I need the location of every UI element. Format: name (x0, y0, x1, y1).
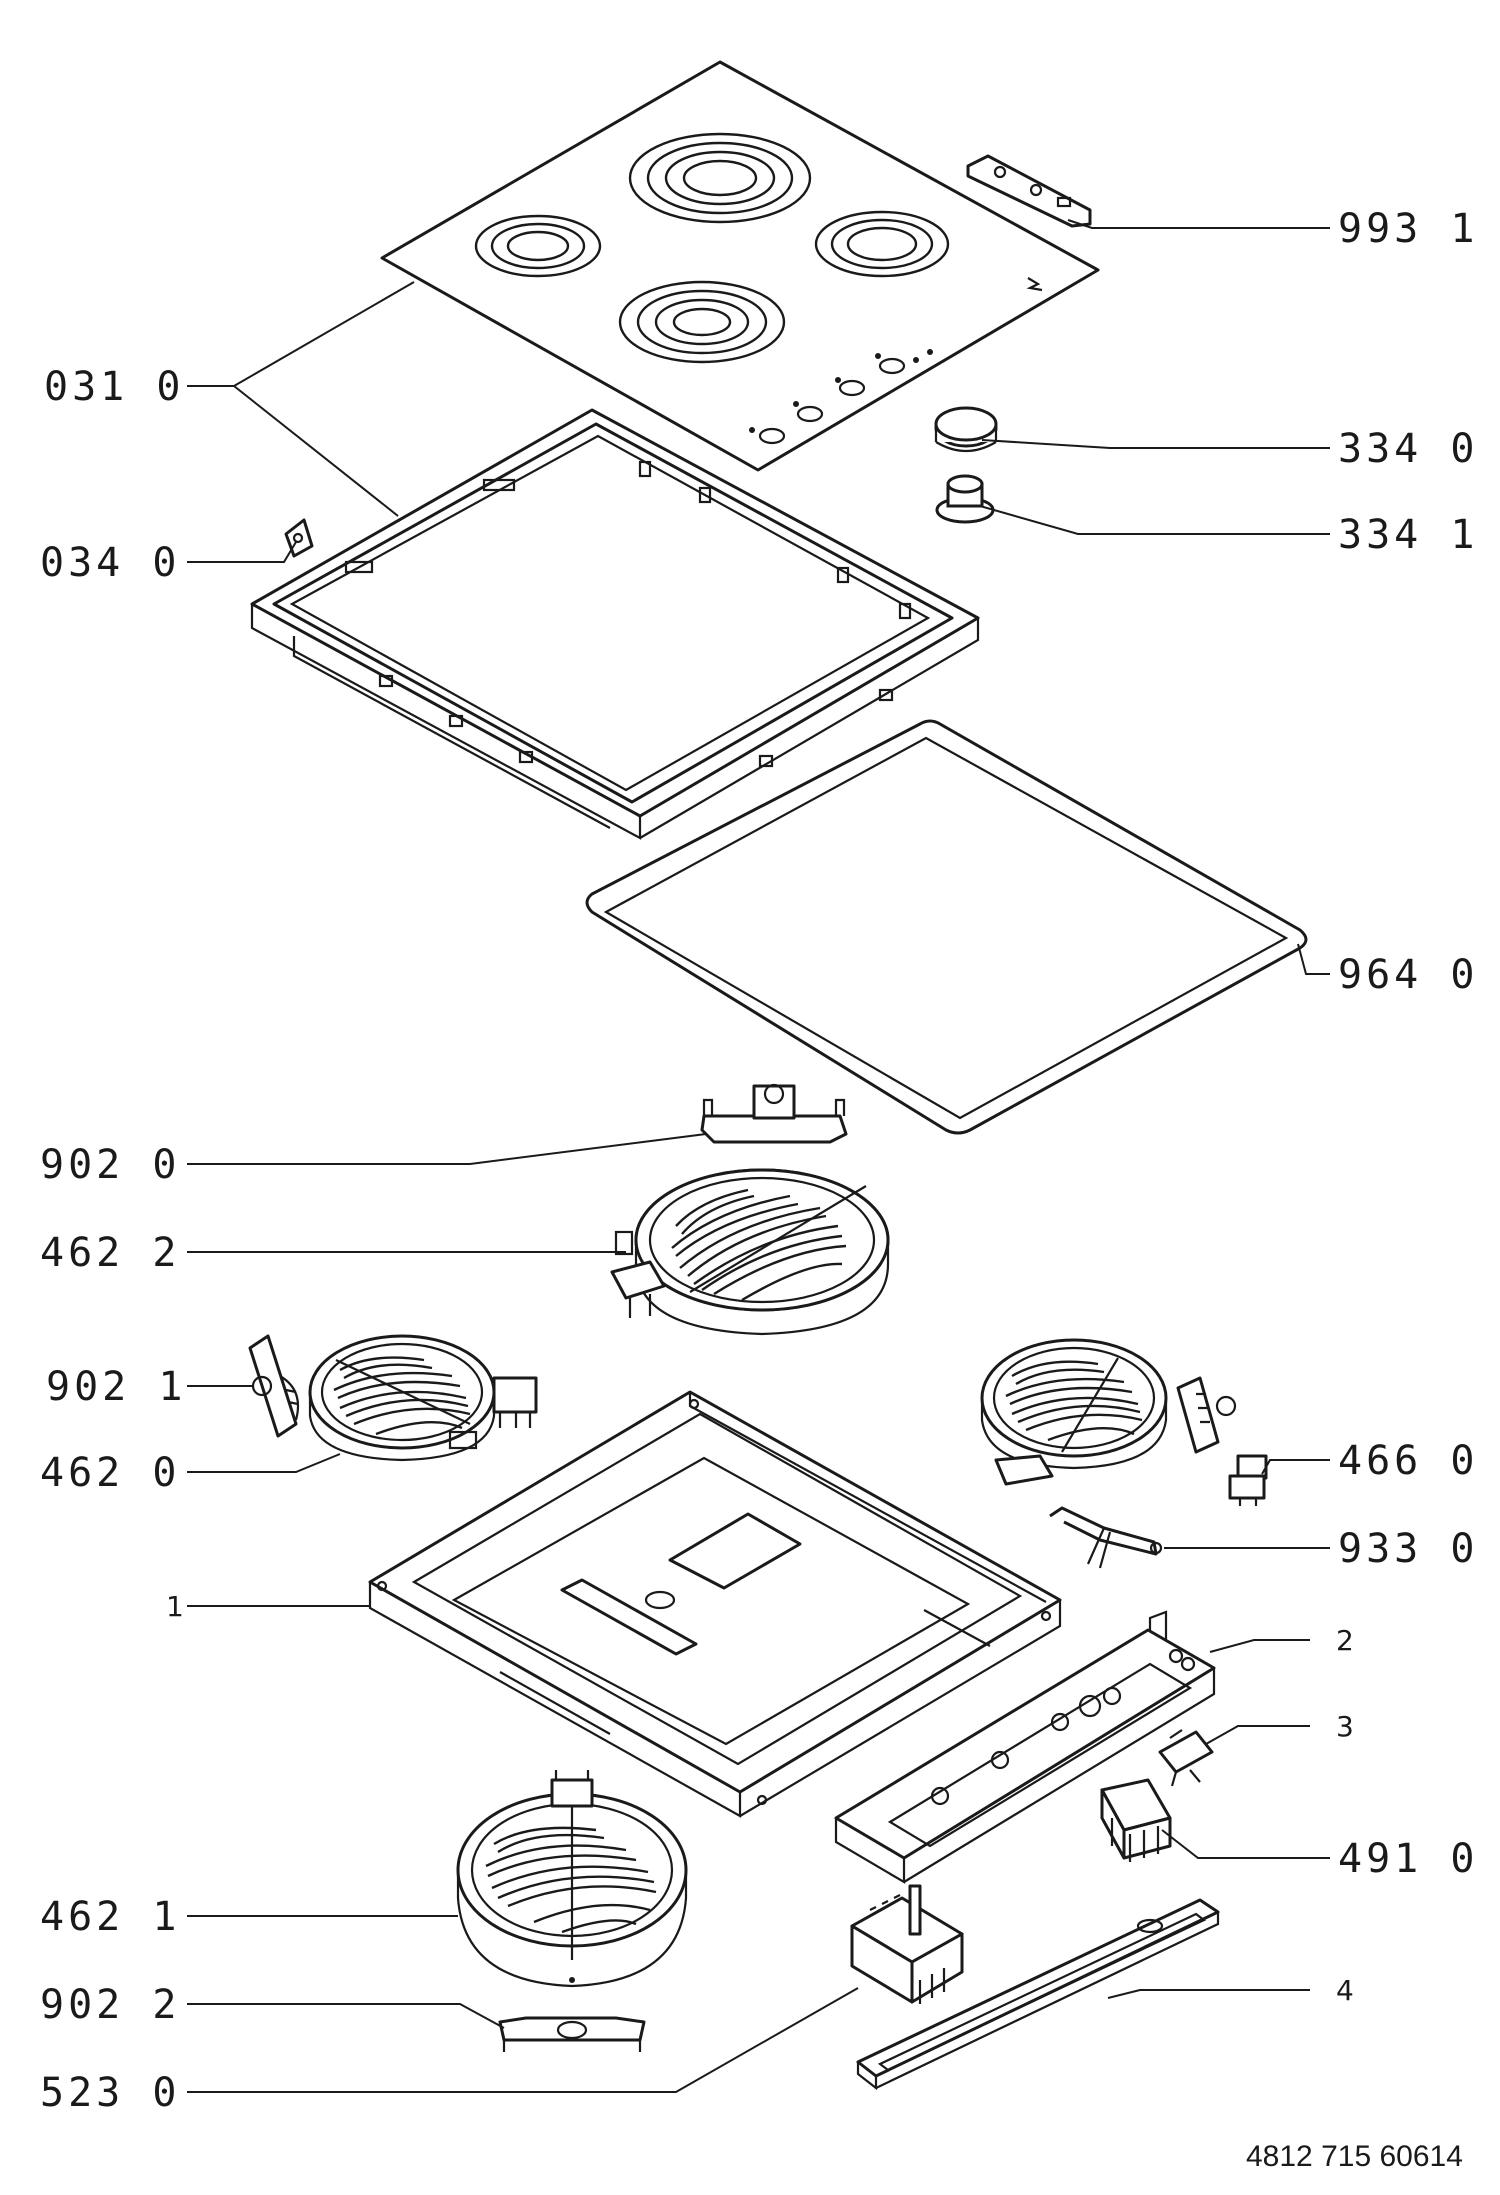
cooking-zone-front (618, 280, 786, 364)
frame-slots (344, 460, 912, 768)
label-1: 1 (166, 1590, 184, 1623)
label-491-0: 491 0 (1338, 1836, 1478, 1882)
document-number: 4812 715 60614 (1246, 2140, 1463, 2173)
coil-462-0 (333, 1356, 471, 1436)
leader-lines (187, 219, 1330, 2093)
label-4: 4 (1336, 1974, 1354, 2007)
bracket-902-0 (700, 1083, 848, 1144)
label-2: 2 (1336, 1624, 1354, 1657)
cover-strip (856, 1898, 1220, 2091)
radiant-element-462-1 (456, 1770, 688, 1988)
label-466-0: 466 0 (1338, 1438, 1478, 1484)
label-902-1: 902 1 (46, 1364, 186, 1410)
label-964-0: 964 0 (1338, 952, 1478, 998)
radiant-element-462-2 (610, 1168, 890, 1336)
label-902-2: 902 2 (40, 1982, 180, 2028)
switch-466 (1228, 1454, 1268, 1506)
part-labels: 993 1 031 0 334 0 034 0 334 1 964 0 902 … (40, 206, 1478, 2173)
label-034-0: 034 0 (40, 540, 180, 586)
knob-holes (749, 349, 933, 445)
control-knob (934, 406, 998, 452)
label-031-0: 031 0 (44, 364, 184, 410)
glass-cooktop (380, 60, 1100, 472)
label-462-1: 462 1 (40, 1894, 180, 1940)
base-tray (368, 1390, 1062, 1818)
label-334-1: 334 1 (1338, 512, 1478, 558)
bracket-902-1 (248, 1334, 300, 1438)
control-panel (834, 1610, 1216, 1884)
hob-frame (250, 408, 980, 840)
knob-ring (935, 474, 995, 524)
sensor-933 (1049, 1506, 1163, 1569)
label-902-0: 902 0 (40, 1142, 180, 1188)
label-993-1: 993 1 (1338, 206, 1478, 252)
small-clip-3 (1158, 1729, 1214, 1787)
label-3: 3 (1336, 1710, 1354, 1743)
label-462-0: 462 0 (40, 1450, 180, 1496)
energy-regulator (850, 1884, 964, 2004)
cooking-zone-large (628, 132, 812, 224)
label-523-0: 523 0 (40, 2070, 180, 2116)
label-334-0: 334 0 (1338, 426, 1478, 472)
cooking-zone-right (814, 210, 950, 278)
coil-466 (1005, 1360, 1143, 1442)
terminal-block (1100, 1778, 1172, 1862)
label-462-2: 462 2 (40, 1230, 180, 1276)
cooking-zone-left (474, 214, 602, 278)
panel-holes (930, 1648, 1196, 1806)
gasket-seal (585, 719, 1308, 1135)
bracket-902-2 (498, 2016, 646, 2052)
radiant-element-466-0 (980, 1338, 1237, 1486)
label-933-0: 933 0 (1338, 1526, 1478, 1572)
trim-bracket (966, 154, 1092, 228)
tray-holes (376, 1398, 1052, 1806)
radiant-element-462-0 (308, 1334, 538, 1462)
coil-462-2 (671, 1188, 847, 1302)
